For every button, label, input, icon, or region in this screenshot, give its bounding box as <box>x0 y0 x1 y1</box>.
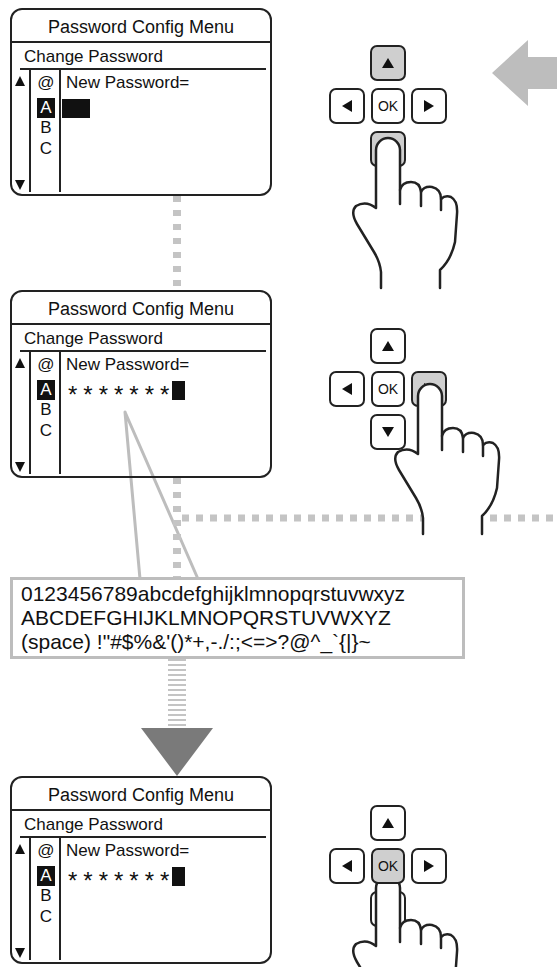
character-option: @ <box>36 841 56 861</box>
screen-title: Password Config Menu <box>12 783 270 807</box>
character-set-line: (space) !"#$%&'()*+,-./:;<=>?@^_`{|}~ <box>21 630 371 654</box>
dashed-flow-line <box>173 196 181 290</box>
button-label: OK <box>378 381 398 397</box>
lcd-screen: Password Config MenuChange Password @ ABC N… <box>10 8 272 196</box>
flow-connector <box>177 196 178 290</box>
incoming-arrow <box>492 40 557 106</box>
selected-character: A <box>37 866 55 886</box>
character-option: C <box>36 139 56 159</box>
character-option: C <box>36 421 56 441</box>
arrow-head <box>141 728 213 776</box>
ok-button: OK <box>371 371 405 407</box>
screen-title: Password Config Menu <box>12 297 270 321</box>
character-option: B <box>36 400 56 420</box>
screen-subtitle: Change Password <box>24 47 163 67</box>
character-option: @ <box>36 355 56 375</box>
pointing-hand <box>353 138 457 288</box>
screen-subtitle: Change Password <box>24 329 163 349</box>
field-label: New Password= <box>66 841 189 861</box>
screen-title: Password Config Menu <box>12 15 270 39</box>
character-option: @ <box>36 73 56 93</box>
field-label: New Password= <box>66 73 189 93</box>
character-option: C <box>36 907 56 927</box>
selected-character: A <box>37 98 55 118</box>
lcd-screen: Password Config MenuChange Password @ ABC N… <box>10 776 272 964</box>
field-label: New Password= <box>66 355 189 375</box>
pointing-hand <box>395 384 499 534</box>
flow-connector <box>141 659 213 776</box>
character-option: B <box>36 886 56 906</box>
dashed-flow-line <box>168 659 186 728</box>
character-set-line: 0123456789abcdefghijklmnopqrstuvwxyz <box>21 582 405 606</box>
text-cursor <box>62 99 90 118</box>
pointing-hand <box>353 876 457 967</box>
masked-password: ******* <box>68 869 175 893</box>
character-set-line: ABCDEFGHIJKLMNOPQRSTUVWXYZ <box>21 606 391 630</box>
screen-decoration <box>10 810 272 960</box>
screen-subtitle: Change Password <box>24 815 163 835</box>
lcd-screen: Password Config MenuChange Password @ ABC N… <box>10 290 272 478</box>
screen-decoration <box>10 42 272 192</box>
branch-dashes <box>182 515 557 522</box>
button-label: OK <box>378 858 398 874</box>
button-label: OK <box>378 98 398 114</box>
callout-pointer <box>125 412 198 579</box>
dashed-flow-line <box>173 478 181 577</box>
character-set-callout: 0123456789abcdefghijklmnopqrstuvwxyzABCD… <box>10 577 465 659</box>
ok-button: OK <box>371 848 405 884</box>
selected-character: A <box>37 380 55 400</box>
masked-password: ******* <box>68 383 175 407</box>
flow-connector <box>177 478 178 577</box>
callout-pointer-fill <box>125 412 198 579</box>
character-option: B <box>36 118 56 138</box>
ok-button: OK <box>371 88 405 124</box>
